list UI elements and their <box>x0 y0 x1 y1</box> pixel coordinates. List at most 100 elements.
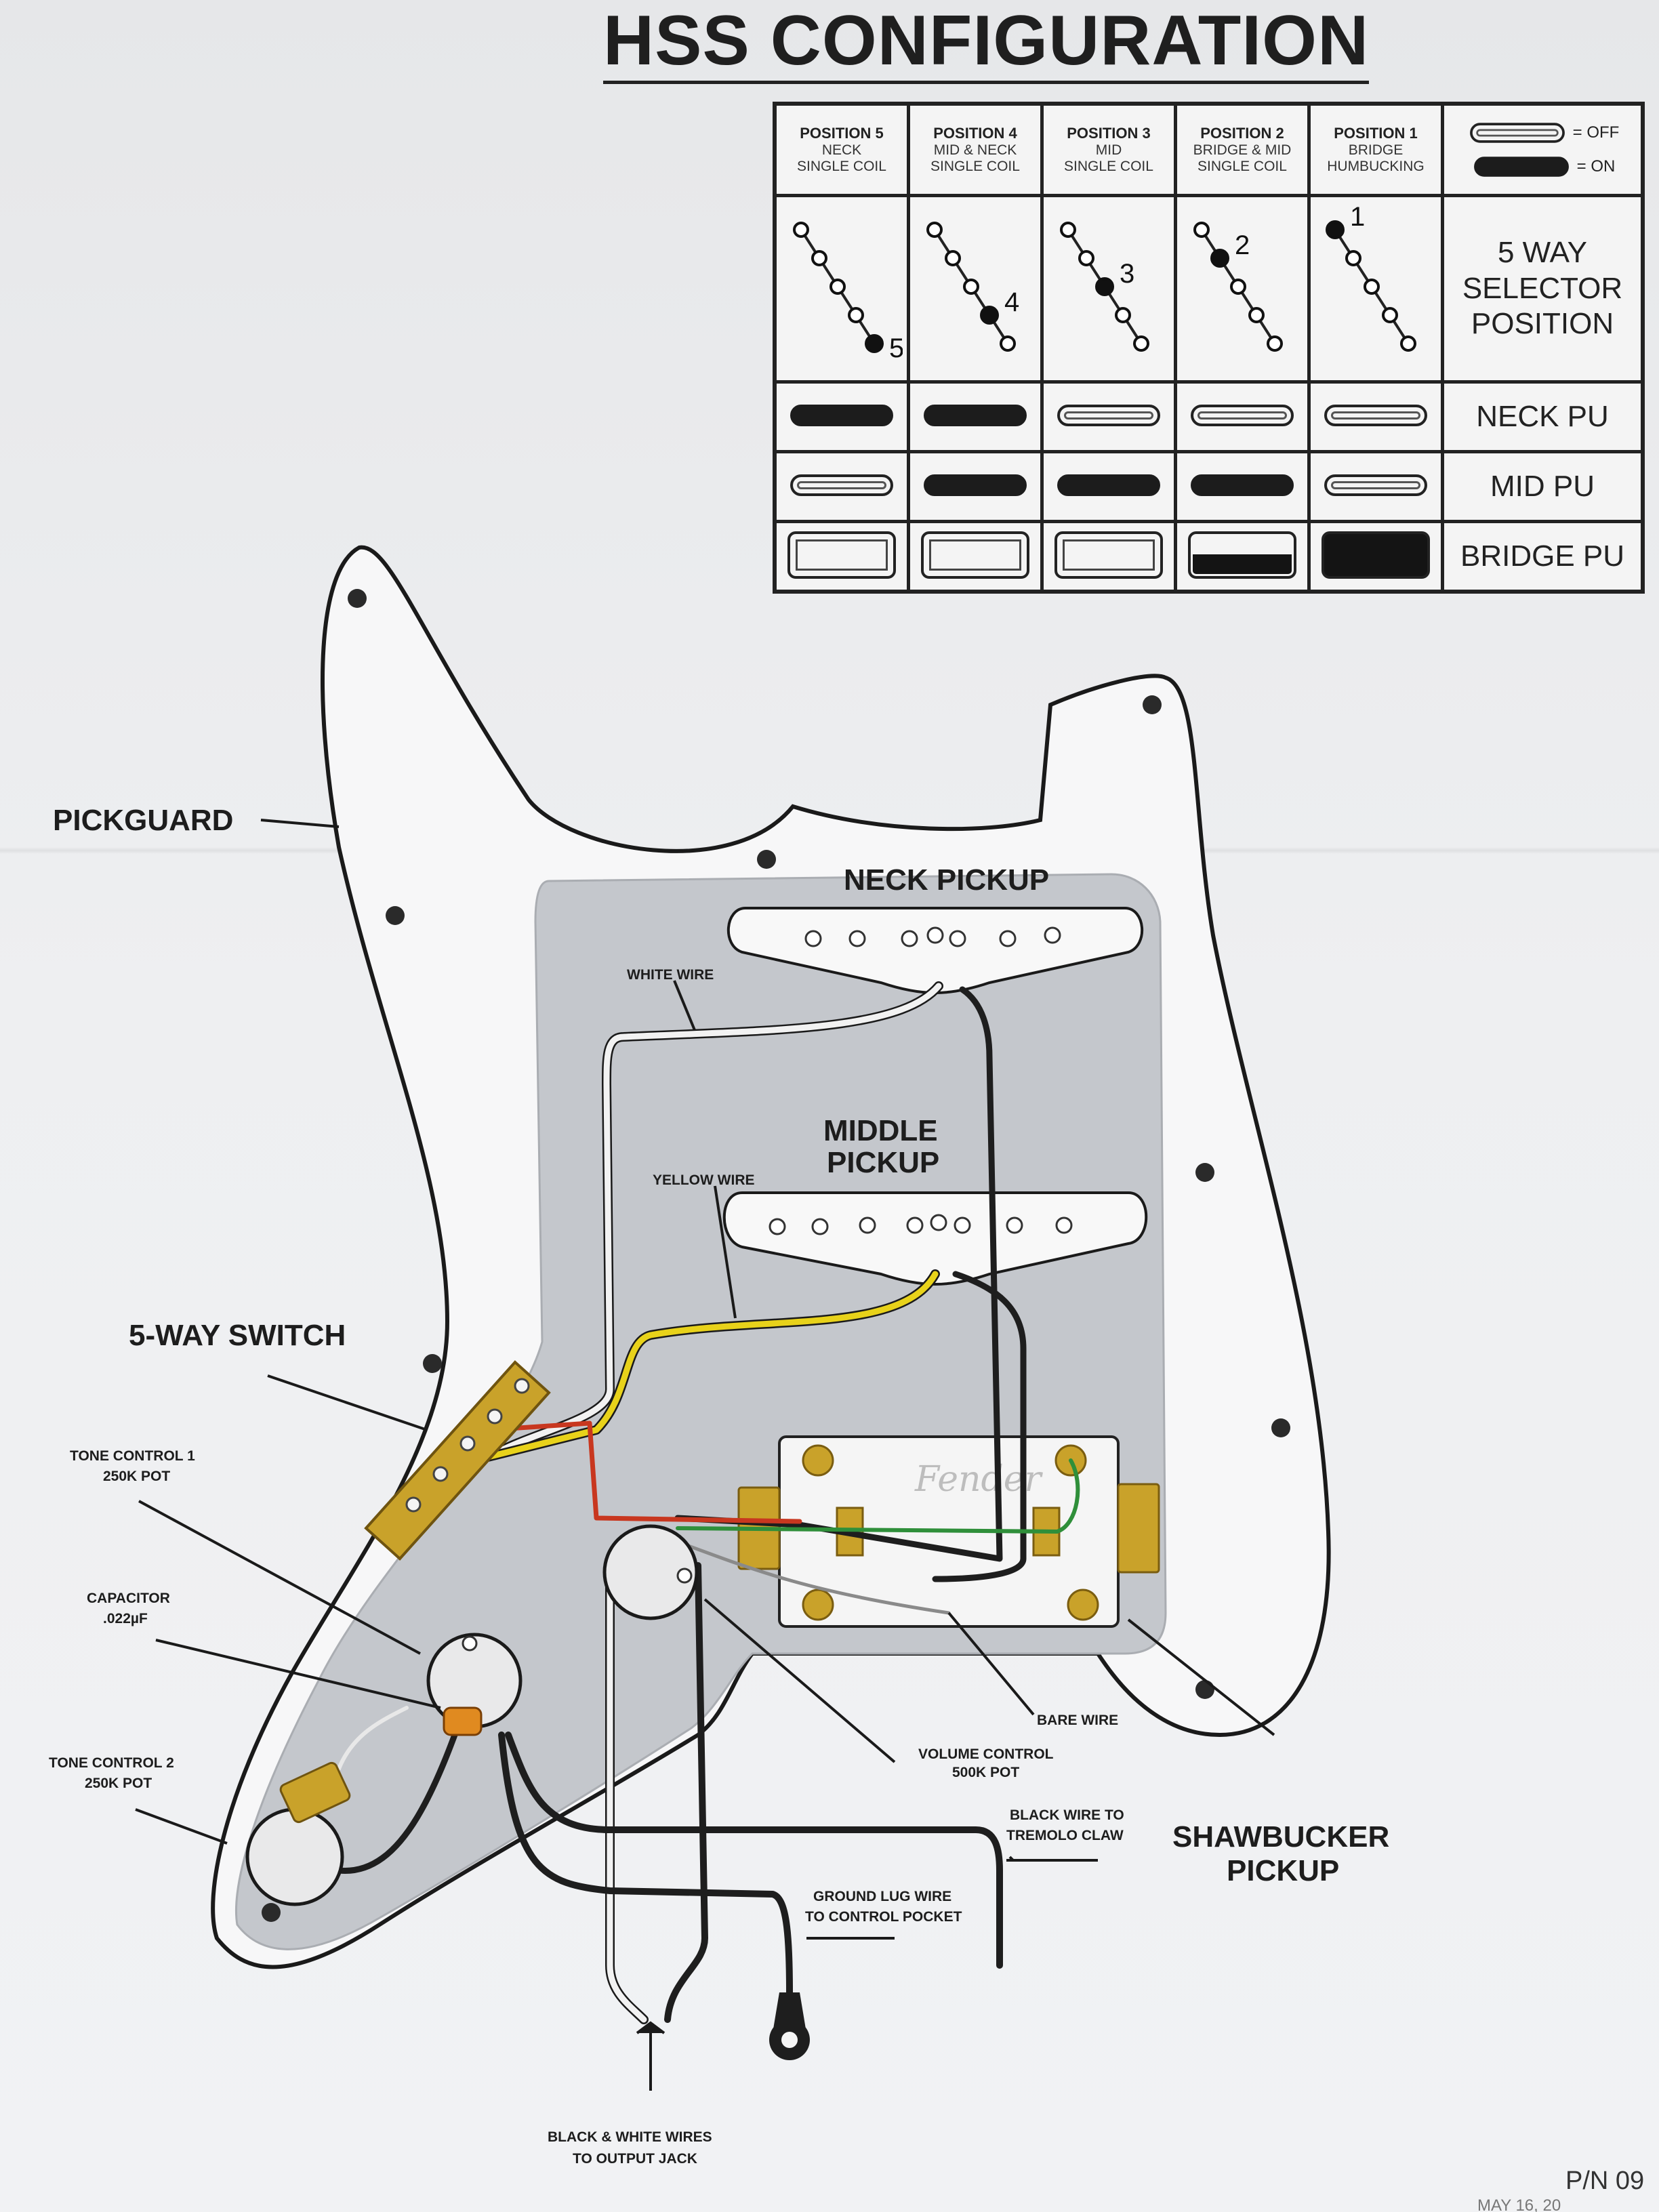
screw-hole <box>1271 1418 1290 1437</box>
legend-cell: = OFF = ON <box>1441 102 1645 197</box>
middle-pickup <box>722 1191 1148 1286</box>
tremolo-wire-label-line1: BLACK WIRE TO <box>1010 1807 1124 1823</box>
selector-cell: 3 <box>1040 194 1177 384</box>
selector-cell: 4 <box>907 194 1044 384</box>
selector-row: 5 4 3 2 1 5 WAY SELECTOR POSITION <box>773 194 1645 384</box>
selector-dot <box>1248 306 1265 323</box>
screw-hole <box>262 1903 281 1922</box>
capacitor-lead <box>337 1706 409 1771</box>
position-title: POSITION 4 <box>933 125 1017 142</box>
selector-row-label: 5 WAY SELECTOR POSITION <box>1441 194 1645 384</box>
selector-dot <box>848 306 864 323</box>
selector-dot <box>1133 335 1149 352</box>
coil-off-icon <box>1469 123 1565 143</box>
position-desc: BRIDGE & MID <box>1193 142 1292 158</box>
volume-control-label-line1: VOLUME CONTROL <box>918 1746 1054 1762</box>
selector-dot <box>1115 306 1131 323</box>
volume-control-pot <box>602 1524 699 1620</box>
bridge-pu-label: BRIDGE PU <box>1460 539 1625 573</box>
ground-lug-label-line1: GROUND LUG WIRE <box>813 1889 951 1904</box>
bridge-humbucker-indicator <box>1188 531 1296 579</box>
selector-position-number: 3 <box>1120 259 1134 289</box>
position-title: POSITION 3 <box>1067 125 1151 142</box>
wires <box>335 981 1080 2024</box>
volume-control-label-line2: 500K POT <box>952 1765 1019 1780</box>
white-wire-label: WHITE WIRE <box>627 967 714 983</box>
green-wire <box>676 1458 1080 1534</box>
selector-position-2-icon: 2 <box>1193 221 1283 352</box>
capacitor-label-line1: CAPACITOR <box>87 1591 170 1606</box>
neck-coil-indicator <box>1324 404 1427 426</box>
tremolo-claw-wire <box>505 1732 1003 1969</box>
neck-pu-row: NECK PU <box>773 380 1645 453</box>
selector-position-5-icon: 5 <box>793 221 904 363</box>
tremolo-wire-label-line2: TREMOLO CLAW <box>1006 1828 1124 1843</box>
ground-lug-label-line2: TO CONTROL POCKET <box>805 1909 962 1925</box>
selector-position-number: 2 <box>1235 230 1250 260</box>
output-jack-arrow <box>636 2021 665 2091</box>
bare-wire-label: BARE WIRE <box>1037 1713 1118 1728</box>
selector-active-dot <box>1095 276 1114 296</box>
bridge-humbucker-indicator <box>1322 531 1430 579</box>
legend: = OFF = ON <box>1444 122 1641 178</box>
middle-black-wire <box>932 1271 1027 1582</box>
selector-cell: 1 <box>1307 194 1444 384</box>
output-black-wire <box>664 1562 708 2023</box>
neck-coil-indicator <box>1057 404 1160 426</box>
position-desc: MID & NECK <box>933 142 1017 158</box>
tone-control-1-label-line2: 250K POT <box>103 1469 170 1484</box>
row-label-line: SELECTOR <box>1462 271 1623 305</box>
neck-pu-label-cell: NECK PU <box>1441 380 1645 453</box>
position-desc: NECK <box>821 142 862 158</box>
position-title: POSITION 5 <box>800 125 884 142</box>
output-jack-label-line2: TO OUTPUT JACK <box>573 2151 697 2167</box>
page-title: HSS CONFIGURATION <box>603 3 1370 85</box>
pickguard-label: PICKGUARD <box>53 804 233 837</box>
selector-dot <box>926 221 943 238</box>
selector-dot <box>793 221 809 238</box>
position-desc: HUMBUCKING <box>1327 158 1425 174</box>
position-5-header: POSITION 5 NECK SINGLE COIL <box>773 102 910 197</box>
tone-control-1-label-line1: TONE CONTROL 1 <box>70 1448 195 1464</box>
bridge-pu-row: BRIDGE PU <box>773 520 1645 594</box>
bridge-humbucker-indicator <box>1054 531 1163 579</box>
callout-lines <box>135 819 1275 1940</box>
selector-cell: 2 <box>1174 194 1311 384</box>
coil-on-icon <box>1473 157 1569 177</box>
tone-control-1-pot <box>426 1633 523 1729</box>
red-wire <box>485 1420 802 1524</box>
selector-dot <box>1345 249 1361 266</box>
selector-dot <box>1382 306 1398 323</box>
selector-position-3-icon: 3 <box>1060 221 1149 352</box>
screw-hole <box>386 906 405 925</box>
mid-coil-indicator <box>924 474 1027 496</box>
yellow-wire-label: YELLOW WIRE <box>653 1172 755 1188</box>
selector-dot <box>1060 221 1076 238</box>
selector-position-number: 4 <box>1004 287 1019 317</box>
middle-pickup-label-line1: MIDDLE <box>823 1114 938 1147</box>
row-label-line: POSITION <box>1471 307 1614 341</box>
capacitor-label-line2: .022µF <box>103 1611 148 1626</box>
screw-hole <box>423 1354 442 1373</box>
legend-off: = OFF <box>1466 122 1620 144</box>
five-way-switch-label: 5-WAY SWITCH <box>129 1319 346 1352</box>
neck-coil-indicator <box>790 404 893 426</box>
position-desc: SINGLE COIL <box>797 158 886 174</box>
position-title: POSITION 2 <box>1200 125 1284 142</box>
screw-hole <box>348 589 367 608</box>
selector-position-number: 5 <box>889 333 903 363</box>
part-number: P/N 09 <box>1565 2167 1644 2195</box>
position-2-header: POSITION 2 BRIDGE & MID SINGLE COIL <box>1174 102 1311 197</box>
neck-coil-indicator <box>1191 404 1294 426</box>
legend-off-label: = OFF <box>1572 123 1620 142</box>
position-4-header: POSITION 4 MID & NECK SINGLE COIL <box>907 102 1044 197</box>
position-desc: SINGLE COIL <box>1197 158 1287 174</box>
position-header-row: POSITION 5 NECK SINGLE COIL POSITION 4 M… <box>773 102 1645 197</box>
position-desc: SINGLE COIL <box>930 158 1020 174</box>
screw-hole <box>1195 1163 1214 1182</box>
screw-hole <box>1195 1680 1214 1699</box>
configuration-table: POSITION 5 NECK SINGLE COIL POSITION 4 M… <box>773 102 1645 594</box>
selector-active-dot <box>865 333 884 353</box>
position-3-header: POSITION 3 MID SINGLE COIL <box>1040 102 1177 197</box>
neck-pu-label: NECK PU <box>1476 399 1609 433</box>
